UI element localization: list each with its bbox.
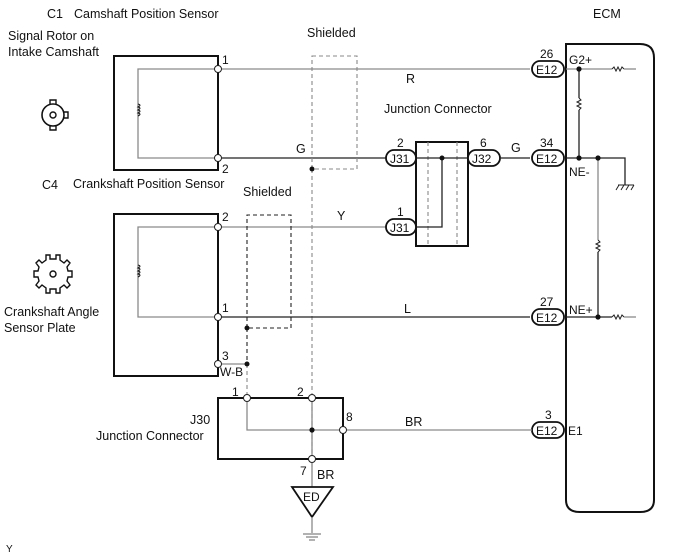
j30-splice bbox=[309, 427, 315, 433]
cam-sensor-internal-loop bbox=[137, 68, 218, 159]
connector-e12-pin27-code: E12 bbox=[536, 311, 558, 325]
wire-wb-label: W-B bbox=[220, 365, 243, 379]
crank-sensor-coil-icon bbox=[136, 264, 141, 278]
shield-label-lower: Shielded bbox=[243, 185, 292, 199]
crank-sensor-terminal-2 bbox=[214, 223, 222, 231]
ecm-body bbox=[565, 43, 655, 513]
crank-sensor-body bbox=[113, 213, 219, 377]
connector-j31-pin2-code: J31 bbox=[390, 152, 410, 166]
ground-point-ed-icon bbox=[290, 486, 335, 519]
cam-sensor-terminal-2 bbox=[214, 154, 222, 162]
shield-label-upper: Shielded bbox=[307, 26, 356, 40]
ecm-terminal-neminus: NE- bbox=[569, 165, 590, 179]
wire-br-ground-label: BR bbox=[317, 468, 334, 482]
cam-sensor-code: C1 bbox=[47, 7, 63, 21]
crank-sensor-name: Crankshaft Position Sensor bbox=[73, 177, 224, 191]
junction-top-bridge-wire bbox=[416, 158, 443, 228]
connector-j31-pin1-number: 1 bbox=[397, 205, 404, 219]
connector-e12-pin27-number: 27 bbox=[540, 295, 554, 309]
connector-j31-pin2-number: 2 bbox=[397, 136, 404, 150]
cam-sensor-coil-icon bbox=[136, 103, 141, 117]
cam-sensor-terminal-1 bbox=[214, 65, 222, 73]
shield-lower-box bbox=[246, 214, 292, 329]
cam-sensor-body bbox=[113, 55, 219, 171]
connector-e12-pin26: E12 26 bbox=[531, 47, 565, 78]
j30-internal-wire-a bbox=[246, 398, 343, 431]
connector-e12-pin3-code: E12 bbox=[536, 424, 558, 438]
shield-upper-junction bbox=[309, 166, 315, 172]
crank-sensor-pin-2: 2 bbox=[222, 210, 229, 224]
chassis-ground-icon bbox=[303, 517, 321, 541]
wire-l-label: L bbox=[404, 302, 411, 316]
cam-rotor-label-line2: Intake Camshaft bbox=[8, 45, 100, 59]
connector-e12-pin3-number: 3 bbox=[545, 408, 552, 422]
junction-top-inner-shield bbox=[427, 142, 458, 246]
connector-j32-number: 6 bbox=[480, 136, 487, 150]
ecm-terminal-g2plus: G2+ bbox=[569, 53, 592, 67]
crank-sensor-terminal-3 bbox=[214, 360, 222, 368]
ecm-terminal-e1: E1 bbox=[568, 424, 583, 438]
j30-pin-1: 1 bbox=[232, 385, 239, 399]
j30-terminal-7 bbox=[308, 455, 316, 463]
connector-e12-pin34-number: 34 bbox=[540, 136, 554, 150]
connector-j31-pin2: J31 2 bbox=[385, 136, 417, 167]
crank-sensor-internal-loop bbox=[137, 226, 218, 318]
ecm-label: ECM bbox=[593, 7, 621, 21]
crank-angle-plate-icon bbox=[33, 254, 73, 294]
j30-terminal-1 bbox=[243, 394, 251, 402]
connector-e12-pin34: E12 34 bbox=[531, 136, 565, 167]
connector-e12-pin26-code: E12 bbox=[536, 63, 558, 77]
junction-top-label: Junction Connector bbox=[384, 102, 492, 116]
crank-sensor-code: C4 bbox=[42, 178, 58, 192]
ecm-terminal-neplus: NE+ bbox=[569, 303, 593, 317]
junction-top-body bbox=[415, 141, 469, 247]
wire-r-label: R bbox=[406, 72, 415, 86]
j30-pin-2: 2 bbox=[297, 385, 304, 399]
cam-signal-rotor-icon bbox=[41, 99, 69, 131]
crank-sensor-terminal-1 bbox=[214, 313, 222, 321]
ecm-internal-circuit bbox=[566, 65, 636, 321]
connector-j31-pin1: J31 1 bbox=[385, 205, 417, 236]
j30-body bbox=[217, 397, 344, 460]
wire-br-label: BR bbox=[405, 415, 422, 429]
connector-j31-pin1-code: J31 bbox=[390, 221, 410, 235]
connector-e12-pin3: E12 3 bbox=[531, 408, 565, 439]
cam-sensor-name: Camshaft Position Sensor bbox=[74, 7, 219, 21]
j30-terminal-8 bbox=[339, 426, 347, 434]
crank-plate-label-line1: Crankshaft Angle bbox=[4, 305, 99, 319]
cam-rotor-label-line1: Signal Rotor on bbox=[8, 29, 94, 43]
shield-lower-junction bbox=[244, 325, 250, 331]
junction-top-splice bbox=[439, 155, 445, 161]
j30-pin-7: 7 bbox=[300, 464, 307, 478]
crank-sensor-pin-1: 1 bbox=[222, 301, 229, 315]
wire-g-right-label: G bbox=[511, 141, 521, 155]
connector-j32-pin6: J32 6 bbox=[467, 136, 501, 167]
cam-sensor-pin-2: 2 bbox=[222, 162, 229, 176]
j30-terminal-2 bbox=[308, 394, 316, 402]
connector-e12-pin34-code: E12 bbox=[536, 152, 558, 166]
wire-g-left-label: G bbox=[296, 142, 306, 156]
cam-sensor-pin-1: 1 bbox=[222, 53, 229, 67]
connector-e12-pin27: E12 27 bbox=[531, 295, 565, 326]
connector-e12-pin26-number: 26 bbox=[540, 47, 554, 61]
wire-y-label: Y bbox=[337, 209, 346, 223]
connector-j32-code: J32 bbox=[472, 152, 492, 166]
j30-code: J30 bbox=[190, 413, 210, 427]
crank-sensor-pin-3: 3 bbox=[222, 349, 229, 363]
ground-point-code: ED bbox=[303, 490, 320, 504]
j30-name: Junction Connector bbox=[96, 429, 204, 443]
wb-shield-junction bbox=[244, 361, 250, 367]
j30-pin-8: 8 bbox=[346, 410, 353, 424]
shield-upper-box bbox=[311, 55, 358, 170]
footer-mark: Y bbox=[6, 544, 13, 555]
crank-plate-label-line2: Sensor Plate bbox=[4, 321, 76, 335]
